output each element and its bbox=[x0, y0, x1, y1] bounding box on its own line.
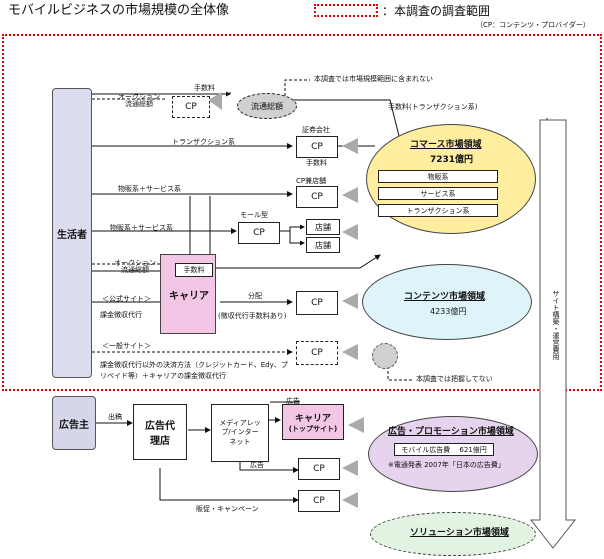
carrier-top-sub: (トップサイト) bbox=[288, 424, 338, 433]
cp-box-ad-1: CP bbox=[298, 458, 340, 480]
commerce-item-label: サービス系 bbox=[420, 189, 456, 198]
commerce-market-value: 7231億円 bbox=[430, 155, 474, 165]
media-rep-label: メディアレッ プ/インター ネット bbox=[219, 419, 261, 446]
consumer-box: 生活者 bbox=[52, 88, 92, 378]
cp-label: CP bbox=[311, 142, 323, 152]
advertiser-label: 広告主 bbox=[59, 419, 89, 431]
billing-fee-note: (徴収代行手数料あり) bbox=[218, 312, 287, 320]
store-box-2: 店舗 bbox=[306, 237, 340, 253]
mall-label: モール型 bbox=[240, 211, 268, 219]
contents-market-name: コンテンツ市場領域 bbox=[404, 292, 486, 302]
cp-box-ad-2: CP bbox=[298, 490, 340, 512]
legend-dotted-box bbox=[314, 4, 378, 17]
transaction-type-label: トランザクション系 bbox=[172, 138, 235, 146]
fee-top-label: 手数料 bbox=[194, 84, 215, 92]
carrier-top-label: キャリア bbox=[294, 413, 331, 424]
site-build-label: サイト構築・運営費用 bbox=[549, 290, 560, 360]
site-build-text: サイト構築・運営費用 bbox=[552, 290, 560, 360]
cp-label: CP bbox=[313, 496, 325, 506]
ad-agency-box: 広告代 理店 bbox=[133, 404, 187, 460]
cp-box-store: CP bbox=[296, 186, 338, 208]
distribution-share-label: 分配 bbox=[248, 292, 262, 300]
store-label: 店舗 bbox=[315, 222, 331, 232]
legend-text: ：本調査の調査範囲 bbox=[382, 4, 491, 18]
payment-methods-label: 課金徴収代行以外の決済方法（クレジットカード、Edy、プ リペイド等）＋キャリア… bbox=[100, 361, 288, 381]
billing-agent-label: 課金徴収代行 bbox=[100, 311, 142, 319]
carrier-fee-label: 手数料 bbox=[183, 266, 205, 274]
cp-label: CP bbox=[185, 102, 197, 112]
solution-market-name: ソリューション市場領域 bbox=[410, 528, 509, 538]
sales-promo-label: 販促・キャンペーン bbox=[196, 505, 259, 513]
advertiser-box: 広告主 bbox=[52, 396, 96, 450]
cp-box-general: CP bbox=[296, 341, 338, 365]
cp-store-label: CP兼店舗 bbox=[296, 177, 327, 185]
commerce-market-name: コマース市場領域 bbox=[410, 140, 482, 150]
goods-service-1-label: 物販系＋サービス系 bbox=[118, 185, 181, 193]
cp-label: CP bbox=[311, 298, 323, 308]
legend-note: （CP：コンテンツ・プロバイダー） bbox=[476, 21, 590, 29]
store-box-1: 店舗 bbox=[306, 219, 340, 235]
store-label: 店舗 bbox=[315, 240, 331, 250]
survey-scope-border bbox=[2, 34, 602, 391]
contents-market-oval bbox=[362, 264, 532, 340]
cp-box-securities: CP bbox=[296, 136, 338, 158]
ad-market-source: ※電通発表 2007年「日本の広告費」 bbox=[388, 461, 505, 469]
contents-market-value: 4233億円 bbox=[430, 307, 467, 316]
cp-label: CP bbox=[311, 348, 323, 358]
goods-service-2-label: 物販系＋サービス系 bbox=[110, 224, 173, 232]
general-site-label: ＜一般サイト＞ bbox=[102, 342, 151, 350]
ad-market-name: 広告・プロモーション市場領域 bbox=[388, 427, 514, 437]
fee-transaction-label: 手数料(トランザクション系) bbox=[388, 103, 478, 111]
securities-label: 証券会社 bbox=[302, 126, 330, 134]
ad-market-value: モバイル広告費 621億円 bbox=[401, 445, 487, 454]
carrier-fee-box: 手数料 bbox=[175, 263, 213, 277]
commerce-item-label: トランザクション系 bbox=[406, 206, 470, 215]
not-grasped-label: 本調査では把握してない bbox=[416, 375, 493, 383]
cp-box-official: CP bbox=[296, 291, 338, 315]
commerce-item-1: 物販系 bbox=[378, 170, 498, 183]
placement-label: 出稿 bbox=[108, 413, 122, 421]
cp-box-auction: CP bbox=[172, 96, 210, 118]
fee-right-label: 手数料 bbox=[306, 159, 327, 167]
official-site-label: ＜公式サイト＞ bbox=[102, 295, 151, 303]
distribution-label: 流通総額 bbox=[251, 101, 283, 111]
consumer-label: 生活者 bbox=[57, 229, 87, 241]
media-rep-box: メディアレッ プ/インター ネット bbox=[211, 404, 269, 462]
ad-market-value-box: モバイル広告費 621億円 bbox=[394, 443, 494, 456]
distribution-oval: 流通総額 bbox=[237, 93, 297, 119]
cp-label: CP bbox=[313, 464, 325, 474]
carrier-top-box: キャリア (トップサイト) bbox=[282, 404, 344, 440]
ad-agency-label: 広告代 理店 bbox=[145, 421, 175, 447]
ad-mid-label: 広告 bbox=[250, 461, 264, 469]
carrier-label: キャリア bbox=[169, 291, 209, 302]
solution-market-oval bbox=[370, 512, 536, 556]
commerce-item-2: サービス系 bbox=[378, 187, 498, 200]
auction-distribution-2-label: オークション 流通総額 bbox=[114, 259, 156, 274]
not-included-label: 本調査では市場規模範囲に含まれない bbox=[314, 75, 433, 83]
cp-label: CP bbox=[311, 192, 323, 202]
page-title: モバイルビジネスの市場規模の全体像 bbox=[8, 3, 230, 18]
auction-distribution-label: オークション 流通総額 bbox=[118, 93, 160, 108]
cp-box-mall: CP bbox=[238, 222, 280, 244]
commerce-item-label: 物販系 bbox=[427, 172, 449, 181]
carrier-box: 手数料 キャリア bbox=[160, 254, 216, 334]
ad-top-label: 広告 bbox=[286, 397, 300, 405]
commerce-item-3: トランザクション系 bbox=[378, 204, 498, 217]
gray-circle bbox=[372, 343, 398, 369]
cp-label: CP bbox=[253, 228, 265, 238]
